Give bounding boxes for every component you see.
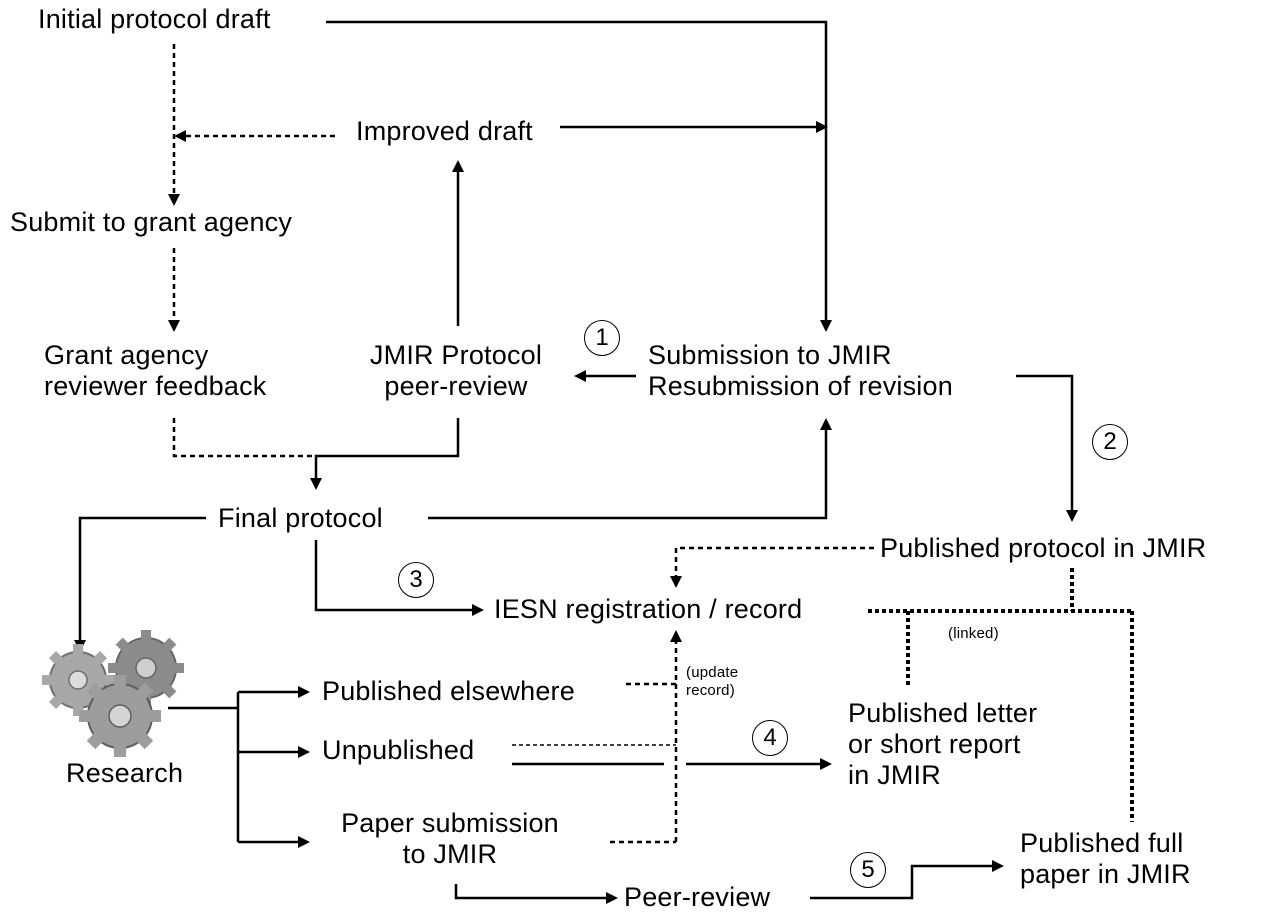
annotation-update-line1: (update <box>686 664 739 681</box>
arrowhead <box>298 746 310 758</box>
node-full-paper-line1: Published full <box>1020 828 1184 858</box>
node-grant-feedback-line1: Grant agency <box>44 340 209 370</box>
arrowhead <box>670 576 682 588</box>
node-full-paper: Published full paper in JMIR <box>1020 828 1191 890</box>
edge-published-to-iesn <box>674 546 874 578</box>
edge-review-to-final <box>314 418 460 480</box>
edge-feedback-to-final <box>172 418 316 458</box>
arrowhead <box>298 836 310 848</box>
node-jmir-review-line1: JMIR Protocol <box>369 340 543 370</box>
step-badge-4: 4 <box>752 720 788 756</box>
arrowhead <box>574 370 586 382</box>
node-paper-submission-line1: Paper submission <box>341 808 559 838</box>
gears-icon <box>42 630 184 757</box>
edge-paper-to-peer <box>454 884 608 900</box>
edge-final-to-submission <box>428 428 828 520</box>
node-letter-line1: Published letter <box>848 698 1038 728</box>
node-jmir-review: JMIR Protocol peer-review <box>350 340 562 402</box>
gear-front <box>79 675 161 757</box>
arrowhead <box>310 478 322 490</box>
annotation-linked: (linked) <box>948 625 999 642</box>
arrowhead <box>452 160 464 172</box>
node-letter-line2: or short report <box>848 729 1021 760</box>
arrowhead <box>1066 510 1078 522</box>
node-grant-feedback-line2: reviewer feedback <box>44 371 267 402</box>
node-letter: Published letter or short report in JMIR <box>848 698 1037 791</box>
arrowhead <box>820 758 832 770</box>
edge-final-to-iesn <box>314 540 474 612</box>
node-unpublished: Unpublished <box>322 735 475 765</box>
arrowhead <box>670 630 682 642</box>
node-submission-line1: Submission to JMIR <box>648 340 892 370</box>
node-submit-grant: Submit to grant agency <box>10 207 293 237</box>
step-badge-2: 2 <box>1092 424 1128 460</box>
node-initial-draft: Initial protocol draft <box>38 4 271 34</box>
edge-peer-to-full <box>810 864 994 900</box>
step-badge-1: 1 <box>584 320 620 356</box>
edge-initial-to-submission <box>326 20 828 322</box>
node-iesn: IESN registration / record <box>494 594 803 624</box>
node-published-elsewhere: Published elsewhere <box>322 676 575 706</box>
arrowhead <box>168 194 180 206</box>
node-paper-submission-line2: to JMIR <box>402 839 498 870</box>
node-improved-draft: Improved draft <box>356 116 533 146</box>
arrowhead <box>298 686 310 698</box>
arrowhead <box>168 320 180 332</box>
annotation-update-record: (update record) <box>686 664 738 700</box>
arrowhead <box>606 892 618 904</box>
arrowhead <box>174 130 186 142</box>
arrowhead <box>816 121 828 133</box>
arrowhead <box>820 320 832 332</box>
node-letter-line3: in JMIR <box>848 760 941 791</box>
edge-submission-to-published <box>1016 374 1074 512</box>
step-badge-5: 5 <box>850 852 886 888</box>
edge-final-to-research <box>78 516 206 642</box>
annotation-update-line2: record) <box>686 682 735 699</box>
node-submission-line2: Resubmission of revision <box>648 371 953 402</box>
node-submission: Submission to JMIR Resubmission of revis… <box>648 340 953 402</box>
arrowhead <box>472 604 484 616</box>
arrowhead <box>820 418 832 430</box>
node-final-protocol: Final protocol <box>218 503 383 533</box>
node-full-paper-line2: paper in JMIR <box>1020 859 1191 890</box>
node-peer-review: Peer-review <box>624 882 771 912</box>
arrowhead <box>992 860 1004 872</box>
node-research: Research <box>66 758 184 788</box>
node-paper-submission: Paper submission to JMIR <box>318 808 582 870</box>
node-published-protocol: Published protocol in JMIR <box>880 533 1207 563</box>
step-badge-3: 3 <box>398 562 434 598</box>
node-jmir-review-line2: peer-review <box>384 371 528 402</box>
node-grant-feedback: Grant agency reviewer feedback <box>44 340 267 402</box>
